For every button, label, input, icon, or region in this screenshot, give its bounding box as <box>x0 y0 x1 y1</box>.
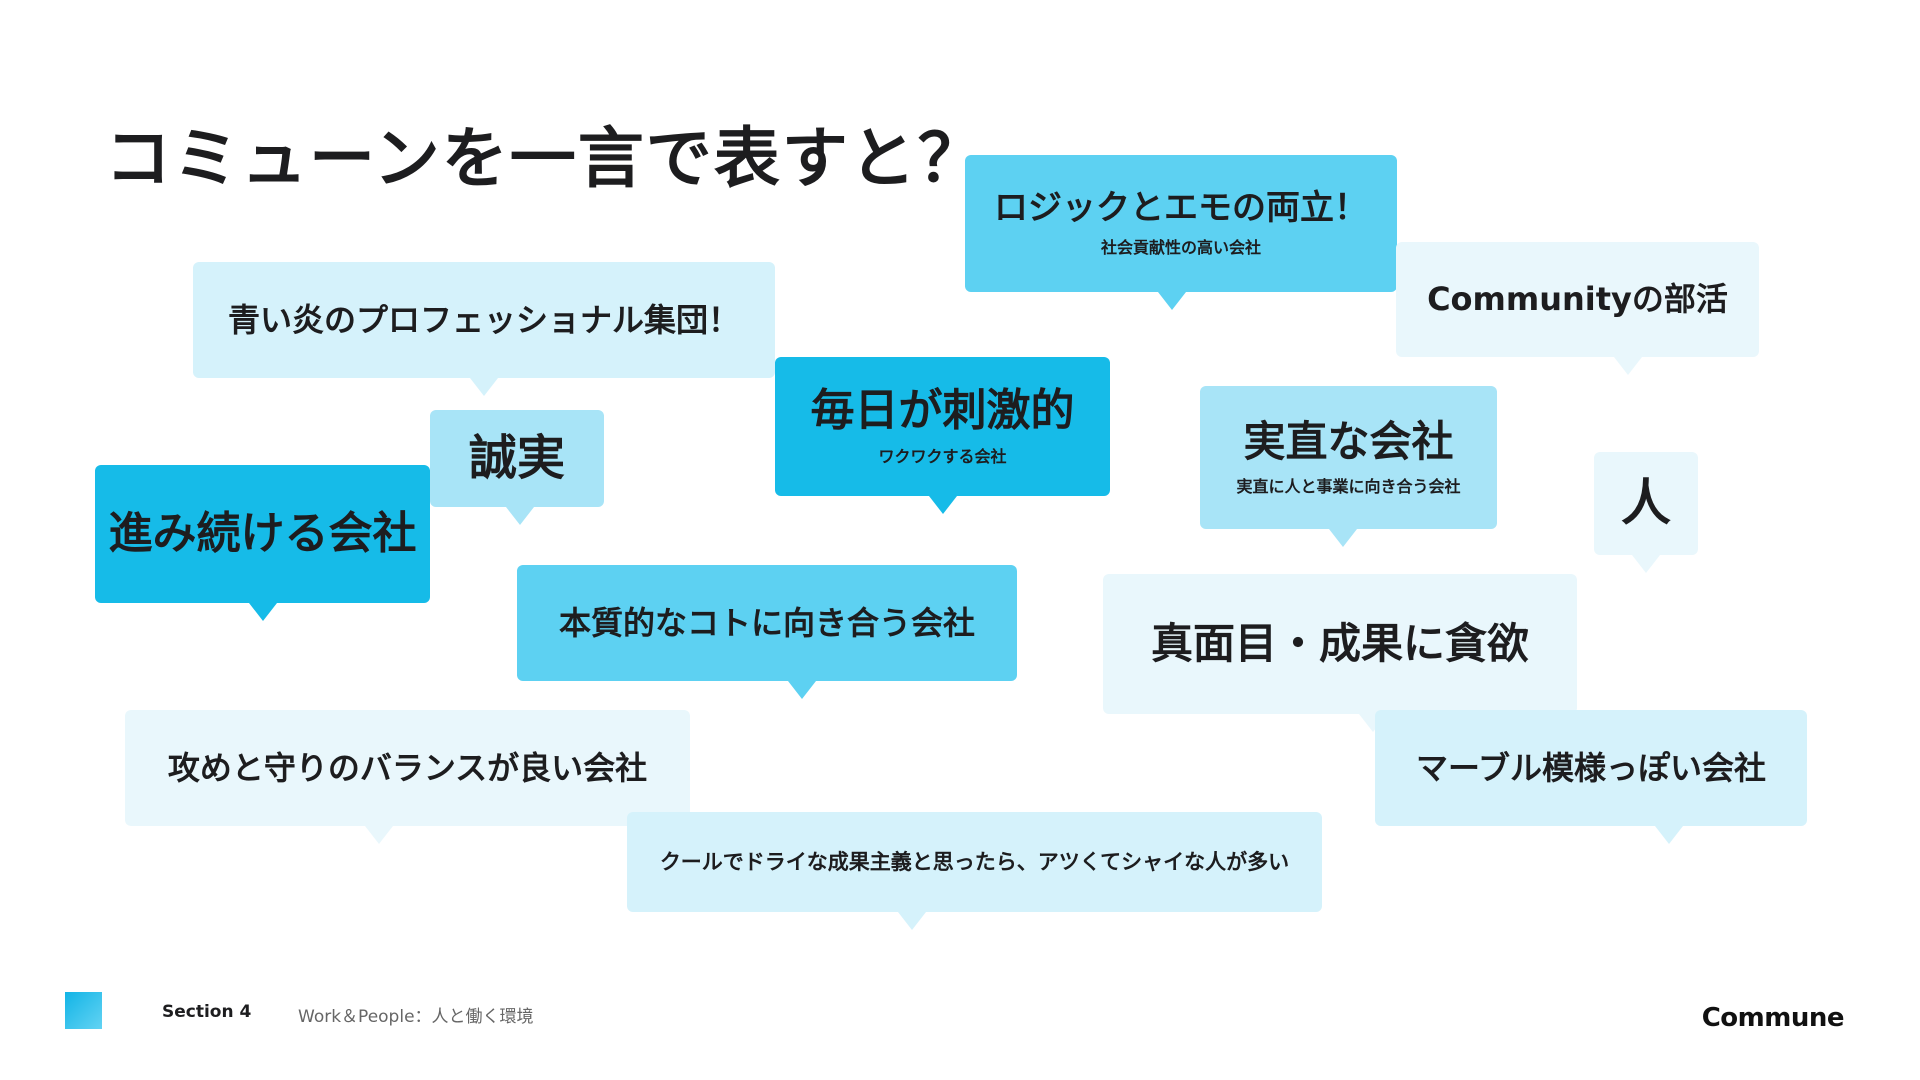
speech-bubble-marble: マーブル模様っぽい会社 <box>1375 710 1807 826</box>
bubble-text: 真面目・成果に貪欲 <box>1150 618 1529 668</box>
speech-bubble-logic-emo: ロジックとエモの両立！ 社会貢献性の高い会社 <box>965 155 1397 292</box>
bubble-text: 実直な会社 <box>1243 417 1454 467</box>
speech-bubble-honest-company: 実直な会社 実直に人と事業に向き合う会社 <box>1200 386 1497 529</box>
brand-logo: Commune <box>1701 1003 1845 1033</box>
bubble-text: 人 <box>1621 473 1671 532</box>
bubble-text: マーブル模様っぽい会社 <box>1415 748 1767 787</box>
speech-bubble-blue-flame: 青い炎のプロフェッショナル集団！ <box>193 262 775 378</box>
bubble-text: 毎日が刺激的 <box>810 385 1075 437</box>
bubble-text: 進み続ける会社 <box>108 507 417 559</box>
page-title: コミューンを一言で表すと？ <box>105 120 986 197</box>
section-marker-icon <box>65 992 102 1029</box>
bubble-subtext: 実直に人と事業に向き合う会社 <box>1236 476 1461 496</box>
bubble-text: 攻めと守りのバランスが良い会社 <box>167 748 648 787</box>
bubble-text: Communityの部活 <box>1427 280 1728 319</box>
speech-bubble-community-club: Communityの部活 <box>1396 242 1759 357</box>
bubble-subtext: ワクワクする会社 <box>878 446 1007 466</box>
speech-bubble-cool-dry: クールでドライな成果主義と思ったら、アツくてシャイな人が多い <box>627 812 1322 912</box>
section-subtitle: Work＆People：人と働く環境 <box>298 1007 534 1027</box>
speech-bubble-person: 人 <box>1594 452 1698 555</box>
bubble-text: 本質的なコトに向き合う会社 <box>558 603 975 642</box>
speech-bubble-keeps-moving: 進み続ける会社 <box>95 465 430 603</box>
speech-bubble-balance: 攻めと守りのバランスが良い会社 <box>125 710 690 826</box>
speech-bubble-daily-exciting: 毎日が刺激的 ワクワクする会社 <box>775 357 1110 496</box>
bubble-text: ロジックとエモの両立！ <box>994 187 1368 228</box>
bubble-text: 誠実 <box>468 429 565 486</box>
bubble-subtext: 社会貢献性の高い会社 <box>1100 238 1261 258</box>
bubble-text: クールでドライな成果主義と思ったら、アツくてシャイな人が多い <box>659 849 1290 874</box>
speech-bubble-sincere: 誠実 <box>430 410 604 507</box>
speech-bubble-serious: 真面目・成果に貪欲 <box>1103 574 1577 714</box>
bubble-text: 青い炎のプロフェッショナル集団！ <box>227 300 740 339</box>
section-label: Section 4 <box>162 1002 252 1022</box>
speech-bubble-essential: 本質的なコトに向き合う会社 <box>517 565 1017 681</box>
